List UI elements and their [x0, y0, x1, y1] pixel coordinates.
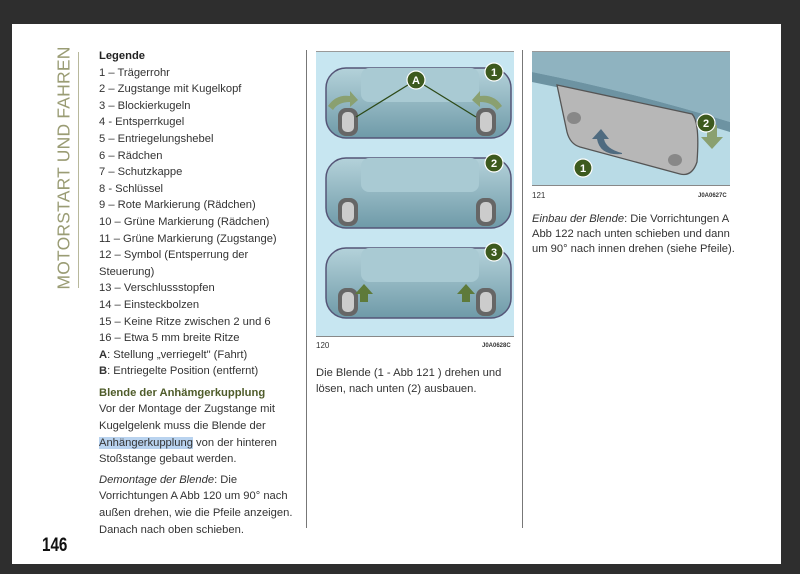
section-paragraph-1: Vor der Montage der Zugstange mit Kugelg… [99, 401, 299, 467]
figure-120-image: A 1 2 3 [316, 51, 514, 337]
legend-item: 6 – Rädchen [99, 149, 163, 162]
legend-title: Legende [99, 50, 146, 62]
para2-italic: Demontage der Blende [99, 473, 215, 486]
para1-text-end: von der hinteren Stoßstange gebaut werde… [99, 436, 277, 466]
side-divider [78, 52, 79, 288]
up-arrow-icon [355, 284, 373, 302]
up-arrow-icon [457, 284, 475, 302]
rotate-arrow-icon [472, 91, 502, 110]
legend-b-text: : Entriegelte Position (entfernt) [107, 365, 259, 378]
legend-item: 1 – Trägerrohr [99, 66, 170, 79]
legend-item: 14 – Einsteckbolzen [99, 298, 200, 311]
legend-b-key: B [99, 365, 108, 378]
legend-item: 3 – Blockierkugeln [99, 99, 191, 112]
caption-text: : Die Vorrichtungen A Abb 122 nach unten… [532, 213, 735, 255]
column-divider [522, 50, 523, 528]
legend-item: 15 – Keine Ritze zwischen 2 und 6 [99, 315, 271, 328]
legend-a-key: A [99, 348, 108, 361]
legend-item: 8 - Schlüssel [99, 182, 164, 195]
figure-121-caption: Einbau der Blende: Die Vorrichtungen A A… [532, 212, 738, 257]
legend-item: 13 – Verschlussstopfen [99, 282, 215, 295]
page-number: 146 [42, 535, 68, 556]
chapter-side-title: MOTORSTART UND FAHREN [52, 46, 76, 289]
legend-a: A: Stellung „verriegelt" (Fahrt) [99, 347, 299, 364]
chapter-title-text: MOTORSTART UND FAHREN [53, 45, 74, 290]
rotate-arrow-icon [328, 91, 358, 110]
step-badge-3: 3 [491, 247, 497, 259]
cover-panel-1: A 1 [325, 62, 512, 139]
step-badge-2: 2 [491, 158, 497, 170]
legend-item: 4 - Entsperrkugel [99, 116, 185, 129]
section-heading: Blende der Anhämgerkupplung [99, 386, 266, 399]
step-badge-2: 2 [703, 118, 709, 130]
figure-120-caption: Die Blende (1 - Abb 121 ) drehen und lös… [316, 367, 502, 395]
cover-panel-3: 3 [325, 242, 512, 319]
step-badge-1: 1 [491, 67, 497, 79]
caption-italic: Einbau der Blende [532, 213, 625, 225]
legend-b: B: Entriegelte Position (entfernt) [99, 363, 299, 380]
figure-120-number: 120 [316, 341, 330, 350]
figure-label-a: A [412, 75, 420, 87]
step-badge-1: 1 [580, 163, 586, 175]
figure-120-code: J0A0628C [482, 343, 511, 349]
cover-panel-2: 2 [325, 153, 512, 229]
legend-item: 2 – Zugstange mit Kugelkopf [99, 83, 242, 96]
para1-text: Vor der Montage der Zugstange mit Kugelg… [99, 403, 275, 433]
figure-121-illustration: 1 2 [532, 52, 730, 185]
figure-121-image: 1 2 [532, 51, 730, 186]
figure-121-number: 121 [532, 191, 546, 200]
rotate-arrow-icon [592, 129, 622, 155]
legend-item: 7 – Schutzkappe [99, 166, 183, 179]
column-divider [306, 50, 307, 528]
legend-column: Legende 1 – Trägerrohr 2 – Zugstange mit … [99, 48, 299, 538]
legend-item: 12 – Symbol (Entsperrung der Steuerung) [99, 249, 249, 278]
legend-item: 5 – Entriegelungshebel [99, 132, 214, 145]
section-paragraph-2: Demontage der Blende: Die Vorrichtungen … [99, 472, 299, 538]
legend-item: 9 – Rote Markierung (Rädchen) [99, 199, 256, 212]
legend-item: 16 – Etwa 5 mm breite Ritze [99, 332, 240, 345]
legend-a-text: : Stellung „verriegelt" (Fahrt) [107, 348, 248, 361]
para2-text: : Die Vorrichtungen A Abb 120 um 90° nac… [99, 473, 293, 536]
down-arrow-icon [701, 125, 723, 149]
figure-121-code: J0A0627C [698, 193, 727, 199]
legend-item: 11 – Grüne Markierung (Zugstange) [99, 232, 277, 245]
legend-list: 1 – Trägerrohr 2 – Zugstange mit Kugelkop… [99, 65, 299, 347]
cover-panel [556, 84, 699, 176]
legend-item: 10 – Grüne Markierung (Rädchen) [99, 215, 270, 228]
figure-120-illustration: A 1 2 3 [325, 62, 512, 319]
highlighted-text[interactable]: Anhängerkupplung [99, 436, 193, 449]
